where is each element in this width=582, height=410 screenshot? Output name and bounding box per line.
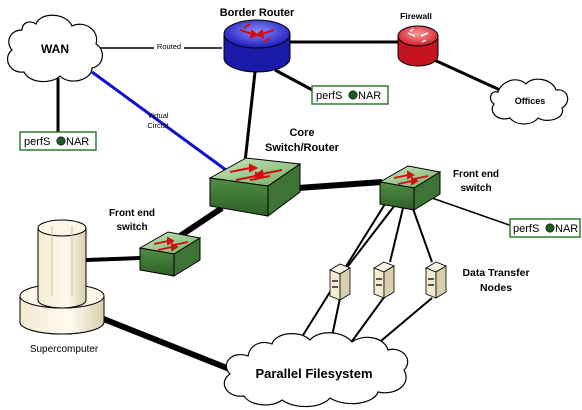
dtn-label-line1: Data Transfer	[462, 267, 529, 279]
frontend-switch-left: Front end switch	[109, 208, 202, 277]
perfsonar-right: perfS NAR	[509, 218, 581, 238]
dtn-3	[425, 261, 447, 299]
dtn-2	[373, 261, 395, 299]
pfs-cloud-shape	[223, 332, 409, 408]
dtn-1	[329, 263, 351, 301]
parallel-fs-label: Parallel Filesystem	[255, 366, 372, 381]
perfsonar-prefix: perfS	[24, 136, 50, 148]
dtn-label-line2: Nodes	[480, 282, 512, 294]
firewall-top	[397, 25, 439, 47]
parallel-filesystem-cloud: Parallel Filesystem	[223, 332, 409, 408]
perfsonar-suffix: NAR	[555, 223, 578, 235]
links	[56, 40, 513, 373]
link-border-perfsonar	[274, 68, 319, 95]
firewall-arrows-icon	[407, 28, 429, 43]
link-core-frontend-left	[178, 205, 224, 239]
wan-cloud: WAN	[7, 14, 103, 83]
switch-arrows-icon	[229, 163, 283, 181]
server-icon	[425, 267, 437, 299]
perfsonar-prefix: perfS	[316, 90, 342, 102]
perfsonar-globe-icon	[56, 136, 66, 146]
server-icon	[373, 267, 385, 299]
frontend-left-label-line2: switch	[116, 222, 147, 233]
supercomputer-tower	[37, 227, 87, 309]
offices-label: Offices	[515, 96, 546, 106]
core-label-line2: Switch/Router	[265, 142, 340, 154]
perfsonar-center: perfS NAR	[311, 85, 389, 105]
link-switch-dtn1	[344, 204, 396, 271]
supercomputer-label: Supercomputer	[30, 344, 99, 355]
border-router-label: Border Router	[220, 7, 295, 19]
link-border-core	[243, 71, 257, 163]
core-label-line1: Core	[289, 127, 314, 139]
frontend-right-label-line1: Front end	[453, 169, 499, 180]
perfsonar-suffix: NAR	[358, 90, 381, 102]
firewall: Firewall	[397, 11, 439, 67]
link-virtual-circuit	[91, 70, 227, 172]
switch-arrows-icon	[153, 236, 189, 252]
frontend-left-label-line1: Front end	[109, 208, 155, 219]
perfsonar-suffix: NAR	[66, 136, 89, 148]
frontend-switch-right: Front end switch	[378, 165, 499, 211]
cloud-shape	[7, 14, 103, 83]
switch-arrows-icon	[393, 170, 429, 186]
perfsonar-globe-icon	[545, 223, 555, 233]
offices-cloud: Offices	[489, 78, 569, 125]
frontend-right-label-line2: switch	[460, 183, 491, 194]
virtual-circuit-label-line1: Virtual	[147, 111, 168, 120]
link-core-frontend-right	[297, 179, 383, 191]
link-dtn2-pfs	[349, 295, 386, 345]
switch-side	[173, 237, 201, 277]
virtual-circuit-label-line2: Circuit	[147, 121, 169, 130]
supercomputer-tower-top	[37, 219, 87, 237]
wan-label: WAN	[41, 42, 69, 56]
firewall-label: Firewall	[400, 11, 432, 21]
server-icon	[329, 269, 341, 301]
link-switch-dtn3	[411, 205, 433, 263]
perfsonar-box	[509, 218, 581, 238]
perfsonar-left: perfS NAR	[19, 131, 97, 151]
link-switch-dtn2	[389, 207, 404, 263]
routed-label: Routed	[157, 42, 181, 51]
switch-side	[413, 171, 441, 211]
router-arrows-icon	[239, 23, 275, 43]
link-switch-perfsonar	[431, 197, 513, 227]
core-switch: Core Switch/Router	[208, 127, 340, 217]
link-frontend-supercomputer	[85, 256, 141, 262]
link-firewall-offices	[429, 56, 501, 92]
offices-cloud-shape	[489, 78, 569, 125]
perfsonar-prefix: perfS	[513, 223, 539, 235]
border-router: Border Router	[220, 7, 295, 73]
perfsonar-globe-icon	[348, 90, 358, 100]
supercomputer: Supercomputer	[19, 219, 105, 355]
routed-bg	[154, 40, 184, 52]
link-dtn3-pfs	[374, 297, 433, 347]
link-supercomputer-pfs	[94, 313, 234, 373]
switch-side	[267, 163, 301, 217]
